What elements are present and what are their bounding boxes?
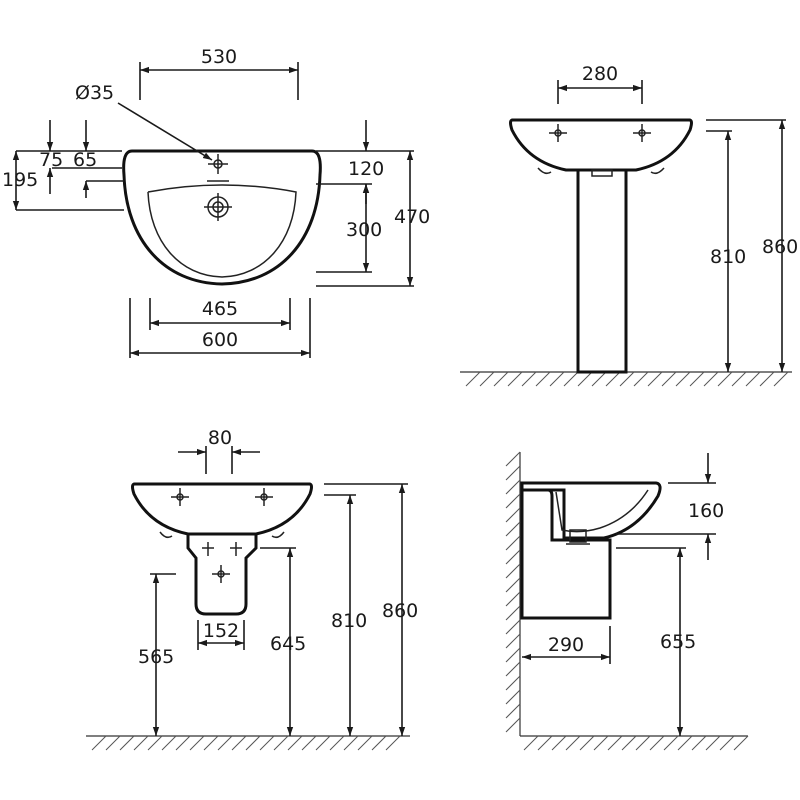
top-view: 530 Ø35 75 65 195 120 300 470 [2,46,430,358]
dim-side-290: 290 [548,634,584,656]
wall-hatch [505,451,521,733]
semi-basin [131,482,313,536]
semi-pedestal [186,528,258,616]
drain-icon [204,193,232,221]
dim-semi-860: 860 [382,600,418,622]
dim-semi-645: 645 [270,633,306,655]
dim-top-600: 600 [202,329,238,351]
plumbing-connection-icon [202,542,242,583]
tap-hole-icon [171,488,189,506]
top-basin-outline [122,149,322,286]
tap-hole-icon [255,488,273,506]
dim-semi-565: 565 [138,646,174,668]
tap-hole-icon [633,124,651,142]
pedestal-basin [509,118,693,172]
dim-semi-810: 810 [331,610,367,632]
dim-top-75: 75 [39,149,63,171]
dim-ped-860: 860 [762,236,798,258]
side-basin [520,481,662,540]
dim-hole-diameter: Ø35 [75,82,114,104]
ground-hatch [91,735,401,751]
dim-ped-810: 810 [710,246,746,268]
pedestal-front-view: 280 810 860 [460,63,798,387]
tap-hole-icon [549,124,567,142]
side-view: 160 655 290 [505,451,749,751]
dim-top-300: 300 [346,219,382,241]
side-semi-pedestal [520,488,612,620]
dim-top-120: 120 [348,158,384,180]
tap-hole-icon [208,154,228,174]
top-bowl-inner [147,184,297,278]
semi-pedestal-front-view: 80 152 565 645 810 860 [86,427,418,751]
dim-semi-152: 152 [203,620,239,642]
dim-top-465: 465 [202,298,238,320]
dim-top-195: 195 [2,169,38,191]
dim-top-65: 65 [73,149,97,171]
ground-hatch [465,371,789,387]
dim-semi-80: 80 [208,427,232,449]
dim-top-470: 470 [394,206,430,228]
dim-top-530: 530 [201,46,237,68]
dim-ped-280: 280 [582,63,618,85]
ground-hatch [523,735,749,751]
pedestal-column [576,158,628,374]
dim-side-655: 655 [660,631,696,653]
dim-side-160: 160 [688,500,724,522]
